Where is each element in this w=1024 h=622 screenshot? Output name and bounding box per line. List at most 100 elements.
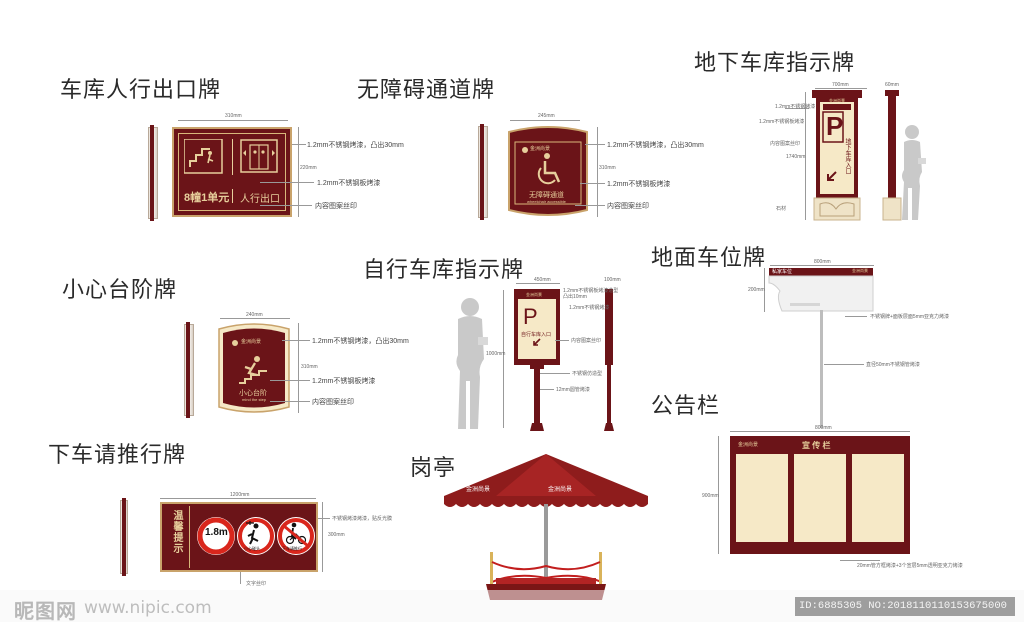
dismount-side-box xyxy=(164,506,190,568)
bulletin-board: 金洲尚景 宣 传 栏 xyxy=(730,436,910,554)
bike-note-3: 1.2mm不锈钢烤漆 xyxy=(569,305,610,311)
bulletin-header-text: 宣 传 栏 xyxy=(802,441,831,450)
title-kiosk: 岗亭 xyxy=(410,456,457,481)
step-width-label: 240mm xyxy=(246,312,263,318)
step-lead-2 xyxy=(270,380,310,381)
bulletin-brand: 金洲尚景 xyxy=(738,442,759,448)
title-accessible: 无障碍通道牌 xyxy=(357,78,496,103)
dismount-sign1-value: 1.8m xyxy=(205,527,228,538)
bike-person-silhouette-icon xyxy=(456,298,488,429)
bike-width-line xyxy=(516,283,560,284)
bulletin-note-1: 20mm管方框烤漆+3个宣层5mm透明亚克力烤漆 xyxy=(857,563,963,569)
dismount-panel: 温馨提示 1.8 xyxy=(160,502,318,572)
underground-width-line xyxy=(815,88,867,89)
garage-exit-lead-2 xyxy=(260,182,314,183)
push-bike-icon xyxy=(277,517,315,555)
parking-spot-note-2: 直径50mm不锈钢管烤漆 xyxy=(866,362,920,368)
bike-height-line xyxy=(503,290,504,428)
dismount-note-2: 文字丝印 xyxy=(246,581,267,587)
underground-note-4: 石材 xyxy=(776,206,787,212)
garage-exit-side-rail xyxy=(150,125,154,221)
accessible-note-2: 1.2mm不锈钢板烤漆 xyxy=(607,181,671,188)
step-cn-text: 小心台阶 xyxy=(239,390,267,397)
kiosk-brand-right: 金洲尚景 xyxy=(548,487,573,493)
garage-exit-unit-text: 8幢1单元 xyxy=(184,192,230,204)
title-bike: 自行车库指示牌 xyxy=(363,258,525,283)
bulletin-slot-1 xyxy=(736,454,788,542)
title-dismount: 下车请推行牌 xyxy=(48,443,187,468)
accessible-panel xyxy=(508,126,588,216)
accessible-lead-1 xyxy=(585,144,605,145)
step-lead-1 xyxy=(282,340,310,341)
underground-side-width-label: 60mm xyxy=(885,82,899,88)
watermark-url[interactable]: www.nipic.com xyxy=(84,598,212,618)
parking-spot-width-label: 800mm xyxy=(814,259,831,265)
garage-exit-width-line xyxy=(178,120,288,121)
accessible-lead-2 xyxy=(580,183,605,184)
garage-exit-panel: 8幢1单元 人行出口 xyxy=(172,127,292,217)
parking-spot-header-text: 私家车位 xyxy=(772,269,793,275)
step-height-label: 310mm xyxy=(301,364,318,370)
step-note-3: 内容图案丝印 xyxy=(312,399,354,406)
garage-exit-height-label: 220mm xyxy=(300,165,317,171)
step-note-1: 1.2mm不锈钢烤漆，凸出30mm xyxy=(312,338,409,345)
person-silhouette-icon xyxy=(902,125,926,220)
parking-spot-height-label: 200mm xyxy=(748,287,765,293)
accessible-note-3: 内容图案丝印 xyxy=(607,203,649,210)
height-limit-icon xyxy=(197,517,235,555)
parking-spot-height-line xyxy=(764,268,765,312)
garage-exit-width-label: 310mm xyxy=(225,113,242,119)
step-side-rail xyxy=(186,322,190,418)
garage-exit-note-3: 内容图案丝印 xyxy=(315,203,357,210)
title-parking-spot: 地面车位牌 xyxy=(651,246,767,271)
bulletin-height-line xyxy=(718,436,719,554)
dismount-sign2-text: 小心碰头 xyxy=(244,546,260,551)
wheelchair-icon xyxy=(537,153,561,185)
title-underground: 地下车库指示牌 xyxy=(694,51,856,76)
underground-height-line xyxy=(805,92,806,220)
dismount-note-1: 不锈钢烤漆烤漆，贴反光膜 xyxy=(332,516,393,522)
bike-note-2: 凸出10mm xyxy=(563,294,587,300)
bulletin-lead-1 xyxy=(840,560,880,561)
underground-front-view xyxy=(812,90,862,221)
accessible-side-rail xyxy=(480,124,484,220)
underground-note-1: 1.2mm不锈钢烤漆 xyxy=(775,104,816,110)
dismount-sign3-text: 下车请推行 xyxy=(282,546,302,551)
bulletin-slot-3 xyxy=(852,454,904,542)
dismount-side-rail xyxy=(122,498,126,576)
bike-brand: 金洲尚景 xyxy=(526,292,542,297)
step-panel xyxy=(218,323,290,413)
bike-height-label: 1000mm xyxy=(486,351,506,357)
dismount-height-line xyxy=(322,502,323,572)
dismount-width-label: 1200mm xyxy=(230,492,250,498)
step-width-line xyxy=(220,318,290,319)
garage-exit-text-divider xyxy=(232,189,233,203)
bike-side-view xyxy=(604,289,614,431)
garage-exit-height-line xyxy=(298,127,299,217)
bike-note-5: 不锈钢仿造型 xyxy=(572,371,603,377)
underground-note-3: 内容图案丝印 xyxy=(770,141,801,147)
parking-spot-lead-1 xyxy=(845,316,867,317)
underground-note-2: 1.2mm不锈钢板烤漆 xyxy=(759,119,805,125)
watermark-id: ID:6885305 NO:20181101101536750​00 xyxy=(795,597,1015,616)
step-en-text: mind the step xyxy=(242,397,267,402)
bike-note-6: 12mm圆管烤漆 xyxy=(556,387,590,393)
bike-note-1: 1.2mm不锈钢板烤漆造型 xyxy=(563,288,619,294)
dismount-lead-1 xyxy=(318,518,330,519)
bike-lead-5 xyxy=(540,373,570,374)
garage-exit-lead-1 xyxy=(292,144,306,145)
title-bulletin: 公告栏 xyxy=(651,394,721,419)
title-step: 小心台阶牌 xyxy=(62,278,178,303)
accessible-note-1: 1.2mm不锈钢烤漆，凸出30mm xyxy=(607,142,704,149)
garage-exit-lead-3 xyxy=(260,205,312,206)
bulletin-width-line xyxy=(730,431,910,432)
bike-lead-6 xyxy=(540,389,554,390)
elevator-icon xyxy=(240,139,278,173)
parking-spot-pole xyxy=(820,310,823,428)
dismount-lead-2-v xyxy=(240,572,241,584)
accessible-height-line xyxy=(597,127,598,217)
underground-brand: 金洲尚景 xyxy=(829,98,845,103)
underground-side-view xyxy=(882,90,902,221)
accessible-height-label: 310mm xyxy=(599,165,616,171)
head-bump-icon xyxy=(237,517,275,555)
